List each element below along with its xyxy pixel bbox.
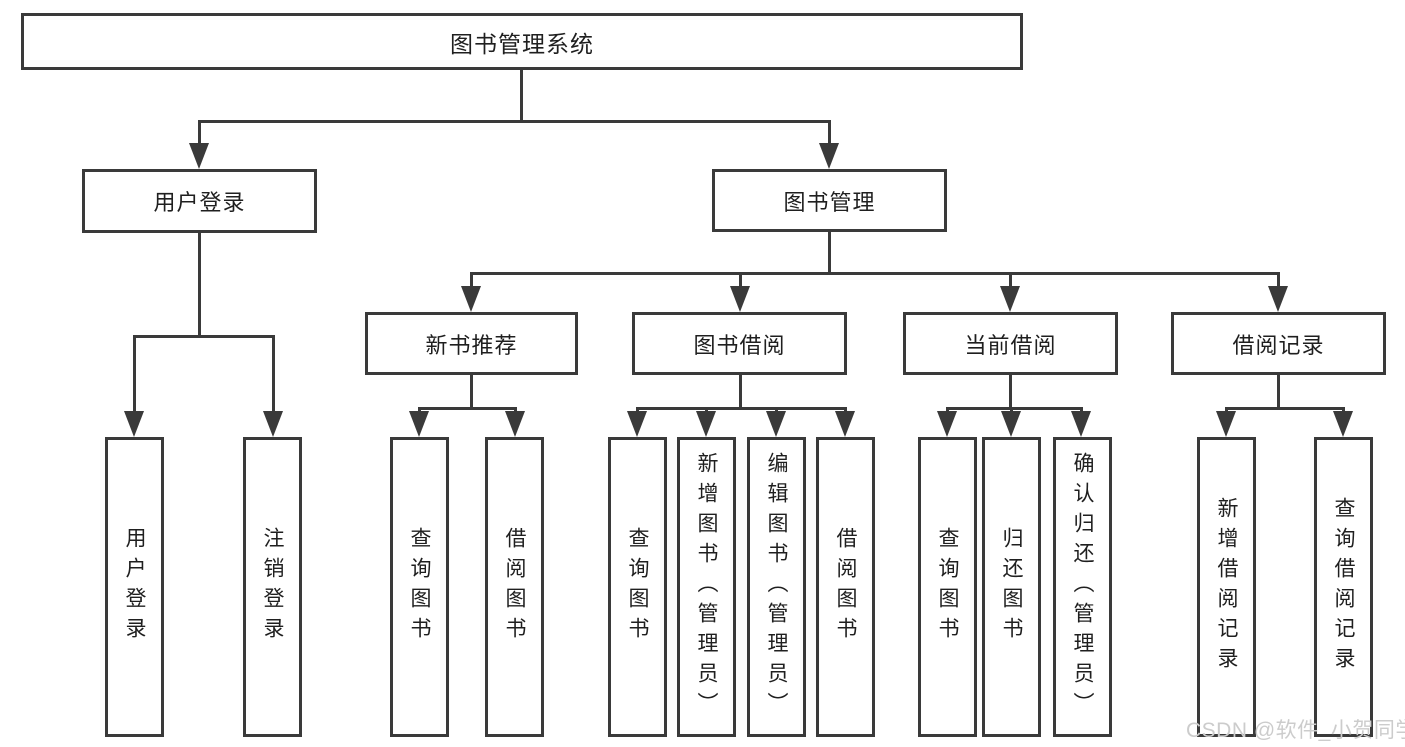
arrowhead-icon (1071, 411, 1091, 437)
leaf-confirm-return-admin: 确认归还（管理员） (1053, 437, 1112, 737)
leaf-label: 查询图书 (936, 527, 959, 647)
node-new-book-recommend: 新书推荐 (365, 312, 578, 375)
connector-recommend-stem (470, 375, 473, 407)
node-book-management-label: 图书管理 (783, 189, 876, 215)
connector-mgmt-drop-3 (1009, 272, 1012, 288)
node-root-label: 图书管理系统 (450, 30, 594, 57)
csdn-watermark: CSDN @软件_小贺同学 (1186, 719, 1405, 742)
node-root: 图书管理系统 (21, 13, 1023, 70)
leaf-logout: 注销登录 (243, 437, 302, 737)
arrowhead-icon (263, 411, 283, 437)
connector-borrow-stem (739, 375, 742, 407)
arrowhead-icon (1001, 411, 1021, 437)
leaf-label: 用户登录 (123, 527, 146, 647)
arrowhead-icon (461, 286, 481, 312)
leaf-add-books-admin: 新增图书（管理员） (677, 437, 736, 737)
leaf-label: 注销登录 (261, 527, 284, 647)
arrowhead-icon (1216, 411, 1236, 437)
leaf-label: 新增图书（管理员） (695, 452, 718, 722)
connector-mgmt-stem (828, 232, 831, 272)
leaf-borrow-books: 借阅图书 (816, 437, 875, 737)
leaf-label: 查询借阅记录 (1332, 497, 1355, 677)
leaf-query-books-recommend: 查询图书 (390, 437, 449, 737)
node-borrow-record-label: 借阅记录 (1232, 332, 1325, 358)
arrowhead-icon (696, 411, 716, 437)
connector-root-drop-left (198, 120, 201, 146)
connector-current-bar (946, 407, 1083, 410)
arrowhead-icon (409, 411, 429, 437)
arrowhead-icon (1333, 411, 1353, 437)
node-user-login: 用户登录 (82, 169, 317, 233)
leaf-user-login: 用户登录 (105, 437, 164, 737)
connector-record-stem (1277, 375, 1280, 407)
leaf-query-books-current: 查询图书 (918, 437, 977, 737)
leaf-add-borrow-record: 新增借阅记录 (1197, 437, 1256, 737)
connector-mgmt-drop-4 (1277, 272, 1280, 288)
node-new-book-recommend-label: 新书推荐 (425, 332, 518, 358)
connector-login-bar (133, 335, 275, 338)
leaf-label: 归还图书 (1000, 527, 1023, 647)
arrowhead-icon (766, 411, 786, 437)
connector-root-drop-right (828, 120, 831, 146)
connector-current-stem (1009, 375, 1012, 407)
leaf-label: 查询图书 (408, 527, 431, 647)
arrowhead-icon (1268, 286, 1288, 312)
node-borrow-record: 借阅记录 (1171, 312, 1386, 375)
leaf-edit-books-admin: 编辑图书（管理员） (747, 437, 806, 737)
leaf-label: 编辑图书（管理员） (765, 452, 788, 722)
node-user-login-label: 用户登录 (153, 190, 246, 215)
arrowhead-icon (505, 411, 525, 437)
connector-login-drop-2 (272, 335, 275, 413)
leaf-label: 查询图书 (626, 527, 649, 647)
arrowhead-icon (819, 143, 839, 169)
connector-login-stem (198, 233, 201, 335)
node-book-borrow: 图书借阅 (632, 312, 847, 375)
leaf-borrow-books-recommend: 借阅图书 (485, 437, 544, 737)
node-current-borrow-label: 当前借阅 (964, 332, 1057, 358)
connector-login-drop-1 (133, 335, 136, 413)
connector-borrow-bar (636, 407, 846, 410)
leaf-query-borrow-record: 查询借阅记录 (1314, 437, 1373, 737)
leaf-label: 借阅图书 (834, 527, 857, 647)
node-current-borrow: 当前借阅 (903, 312, 1118, 375)
connector-mgmt-drop-1 (470, 272, 473, 288)
leaf-return-books: 归还图书 (982, 437, 1041, 737)
leaf-label: 确认归还（管理员） (1071, 452, 1094, 722)
connector-recommend-bar (418, 407, 517, 410)
leaf-query-books-borrow: 查询图书 (608, 437, 667, 737)
node-book-borrow-label: 图书借阅 (693, 332, 786, 358)
arrowhead-icon (189, 143, 209, 169)
connector-mgmt-bar (470, 272, 1280, 275)
arrowhead-icon (730, 286, 750, 312)
arrowhead-icon (937, 411, 957, 437)
arrowhead-icon (124, 411, 144, 437)
leaf-label: 新增借阅记录 (1215, 497, 1238, 677)
connector-root-stem (520, 70, 523, 120)
connector-mgmt-drop-2 (739, 272, 742, 288)
connector-record-bar (1225, 407, 1343, 410)
arrowhead-icon (1000, 286, 1020, 312)
arrowhead-icon (835, 411, 855, 437)
connector-root-bar (198, 120, 831, 123)
arrowhead-icon (627, 411, 647, 437)
leaf-label: 借阅图书 (503, 527, 526, 647)
node-book-management: 图书管理 (712, 169, 947, 232)
